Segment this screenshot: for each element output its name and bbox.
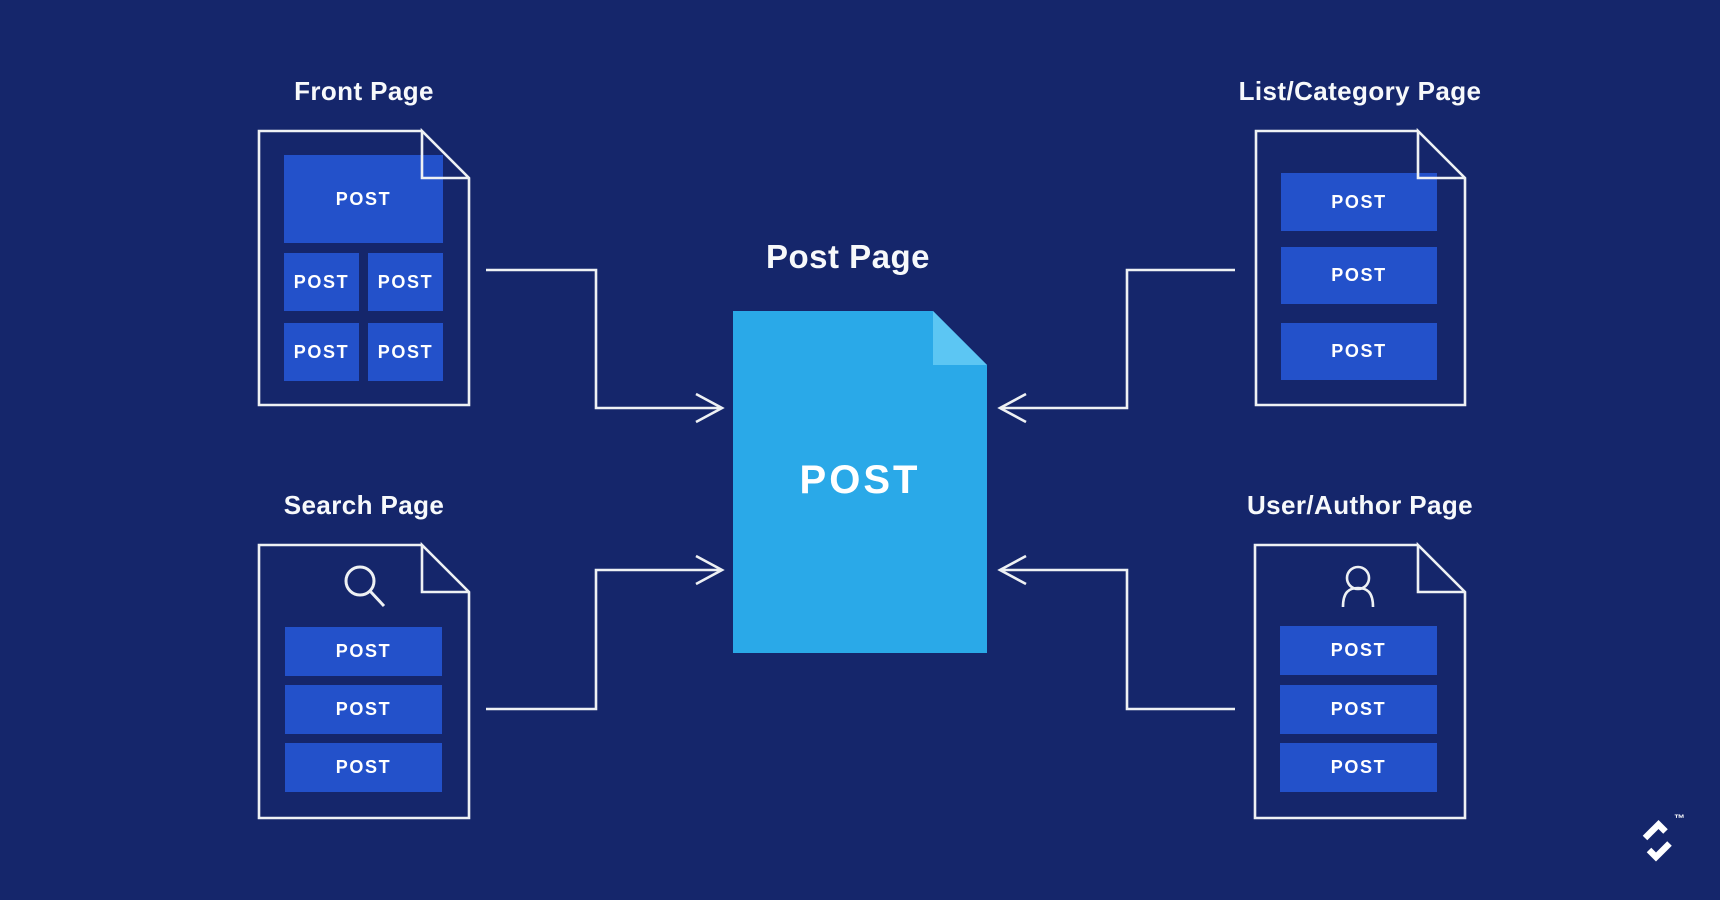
trademark-symbol: ™	[1674, 813, 1686, 825]
search-page-title: Search Page	[283, 490, 445, 520]
post-page-label: POST	[799, 458, 921, 502]
list-page-title: List/Category Page	[1238, 76, 1482, 106]
user-page-title: User/Author Page	[1246, 490, 1473, 520]
front-page-title: Front Page	[294, 76, 434, 106]
post-page-title: Post Page	[765, 238, 931, 275]
